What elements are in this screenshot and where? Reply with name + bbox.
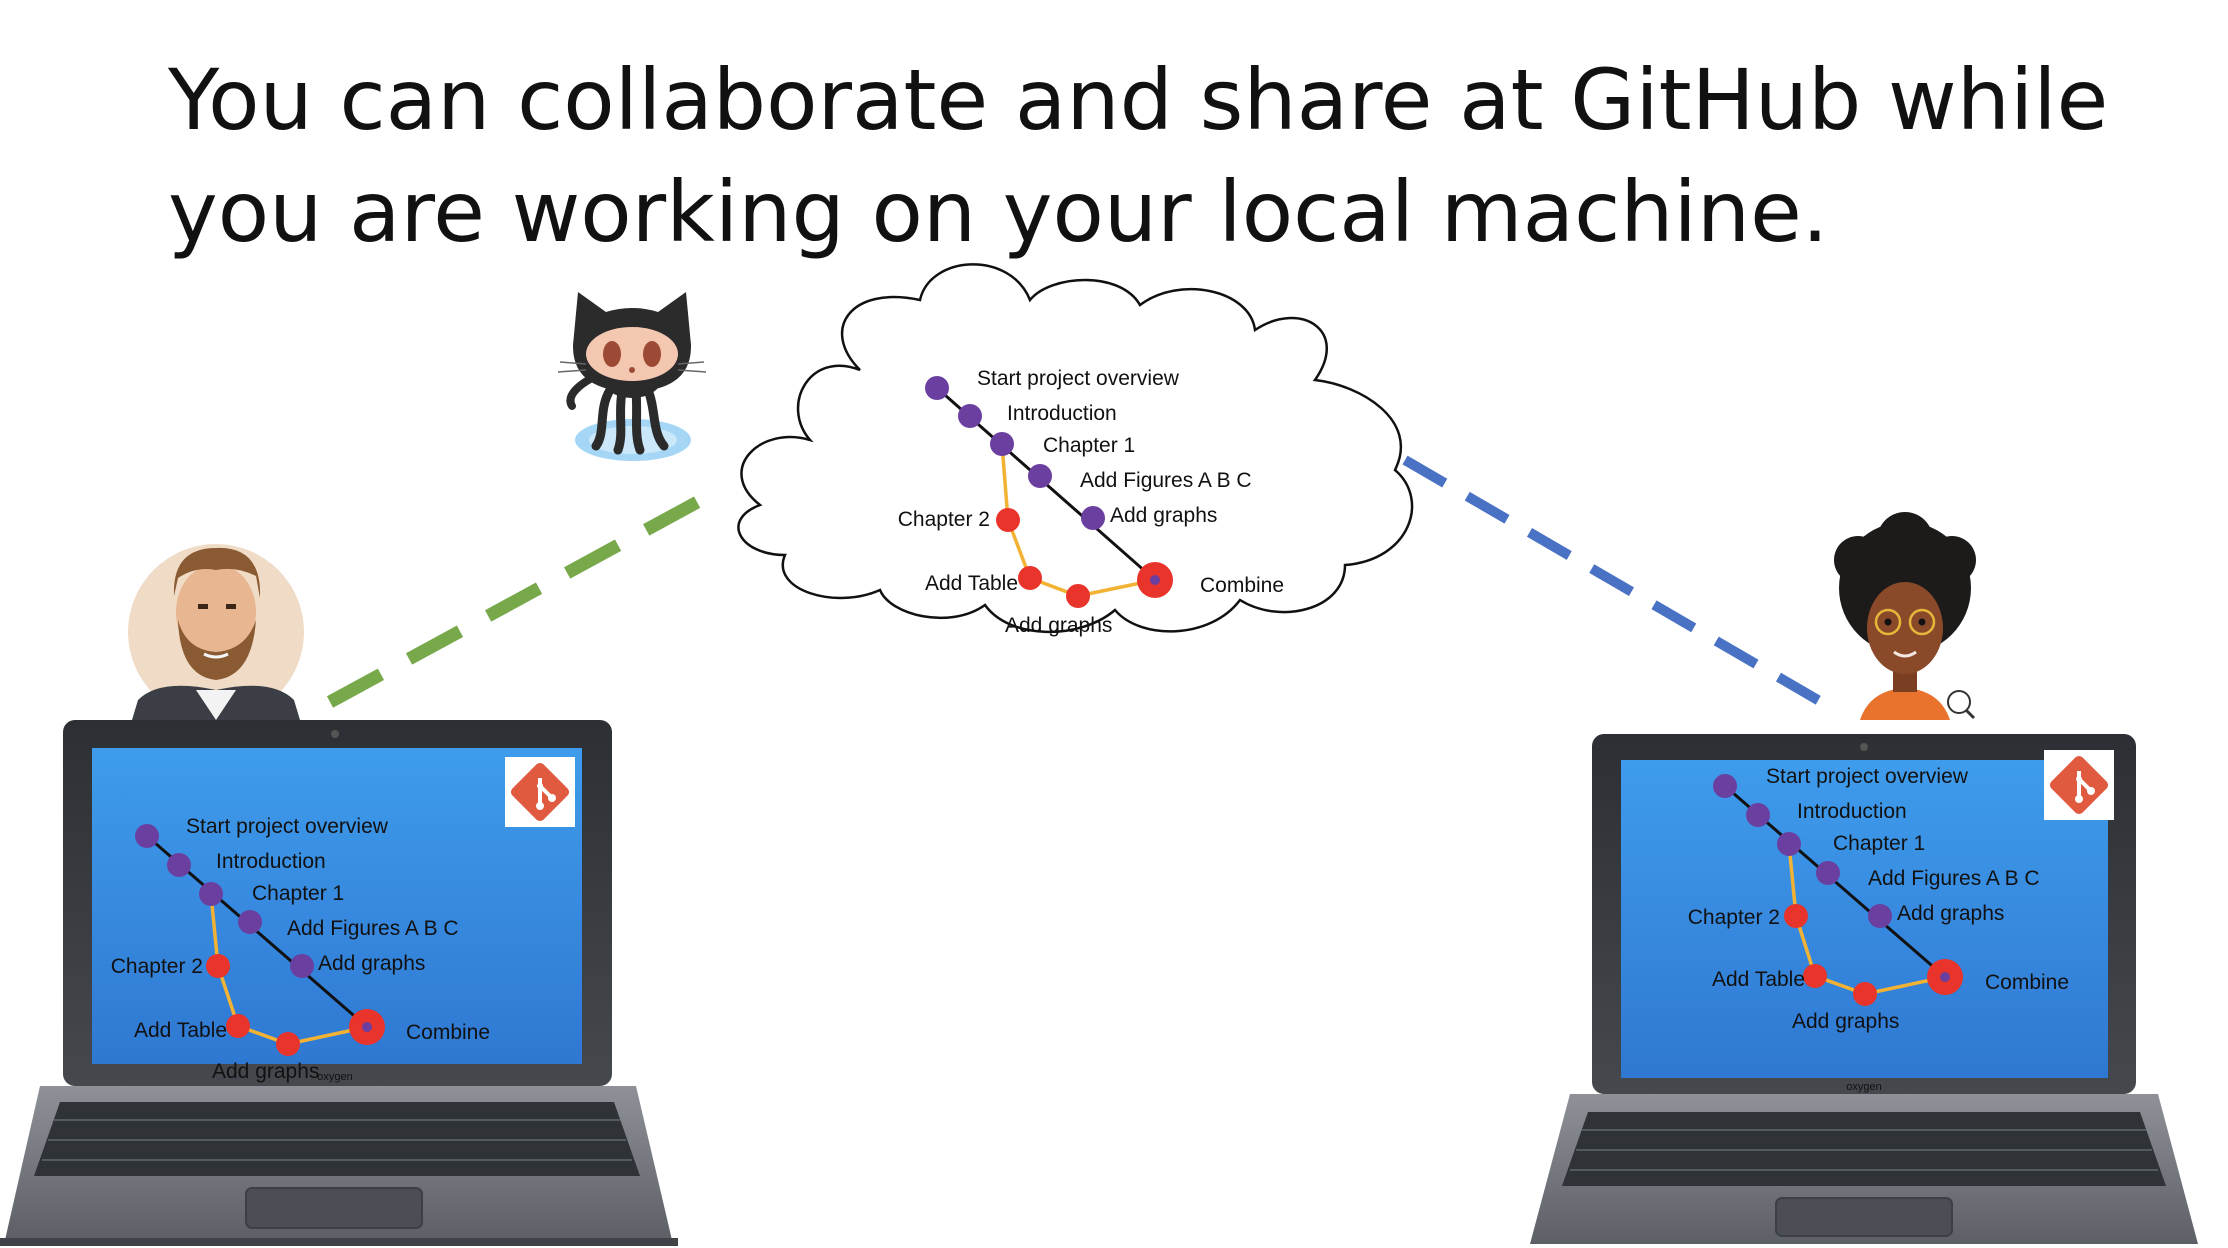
commit-node bbox=[1853, 982, 1877, 1006]
commit-label: Chapter 2 bbox=[1688, 906, 1780, 929]
octocat-icon bbox=[557, 292, 707, 461]
commit-node bbox=[199, 882, 223, 906]
commit-node bbox=[1746, 803, 1770, 827]
commit-label: Chapter 1 bbox=[1043, 434, 1135, 457]
commit-label: Chapter 1 bbox=[252, 882, 344, 905]
commit-node bbox=[290, 954, 314, 978]
commit-label: Add Figures A B C bbox=[1080, 469, 1252, 492]
commit-node bbox=[1018, 566, 1042, 590]
commit-node bbox=[996, 508, 1020, 532]
commit-node bbox=[135, 824, 159, 848]
commit-node bbox=[206, 954, 230, 978]
commit-node bbox=[1028, 464, 1052, 488]
commit-node bbox=[1803, 964, 1827, 988]
left-commit-graph: Start project overview Introduction Chap… bbox=[111, 815, 490, 1083]
commit-label: Combine bbox=[1985, 971, 2069, 994]
git-logo-icon bbox=[505, 757, 575, 827]
commit-label: Add graphs bbox=[212, 1060, 319, 1083]
commit-label: Add Table bbox=[1712, 968, 1805, 991]
left-laptop: oxygen Start project overview Introducti… bbox=[0, 720, 678, 1246]
title-line-2: you are working on your local machine. bbox=[168, 163, 1829, 261]
commit-label: Add graphs bbox=[1005, 614, 1112, 637]
right-sync-link bbox=[1402, 455, 1838, 715]
commit-label: Combine bbox=[406, 1021, 490, 1044]
commit-label: Start project overview bbox=[186, 815, 389, 838]
commit-label: Add graphs bbox=[318, 952, 425, 975]
commit-label: Add Figures A B C bbox=[287, 917, 459, 940]
commit-node bbox=[226, 1014, 250, 1038]
github-cloud bbox=[737, 263, 1414, 634]
commit-label: Chapter 1 bbox=[1833, 832, 1925, 855]
right-commit-graph: Start project overview Introduction Chap… bbox=[1688, 765, 2069, 1033]
commit-label: Add Table bbox=[134, 1019, 227, 1042]
commit-label: Add Table bbox=[925, 572, 1018, 595]
commit-node bbox=[1868, 904, 1892, 928]
woman-avatar bbox=[1834, 512, 1976, 720]
commit-label: Start project overview bbox=[1766, 765, 1969, 788]
commit-label: Introduction bbox=[1797, 800, 1907, 823]
commit-label: Chapter 2 bbox=[898, 508, 990, 531]
commit-node bbox=[167, 853, 191, 877]
commit-label: Start project overview bbox=[977, 367, 1180, 390]
commit-label: Chapter 2 bbox=[111, 955, 203, 978]
bearded-man-avatar bbox=[128, 544, 304, 720]
commit-node bbox=[276, 1032, 300, 1056]
commit-label: Add Figures A B C bbox=[1868, 867, 2040, 890]
laptop-brand: oxygen bbox=[317, 1071, 352, 1083]
commit-label: Combine bbox=[1200, 574, 1284, 597]
title-line-1: You can collaborate and share at GitHub … bbox=[168, 51, 2109, 149]
left-sync-link bbox=[326, 481, 729, 708]
commit-label: Introduction bbox=[216, 850, 326, 873]
commit-node bbox=[1066, 584, 1090, 608]
git-logo-icon bbox=[2044, 750, 2114, 820]
right-laptop: oxygen Start project overview Introducti… bbox=[1530, 734, 2198, 1244]
commit-node bbox=[958, 404, 982, 428]
commit-node bbox=[925, 376, 949, 400]
commit-node bbox=[1816, 861, 1840, 885]
cloud-commit-graph: Start project overview Introduction Chap… bbox=[898, 367, 1284, 637]
commit-node bbox=[990, 432, 1014, 456]
commit-node bbox=[1713, 774, 1737, 798]
commit-label: Add graphs bbox=[1110, 504, 1217, 527]
commit-label: Add graphs bbox=[1897, 902, 2004, 925]
commit-label: Add graphs bbox=[1792, 1010, 1899, 1033]
laptop-brand: oxygen bbox=[1846, 1081, 1881, 1093]
commit-node bbox=[1784, 904, 1808, 928]
commit-node bbox=[238, 910, 262, 934]
commit-label: Introduction bbox=[1007, 402, 1117, 425]
slide-title: You can collaborate and share at GitHub … bbox=[168, 44, 2168, 268]
commit-node bbox=[1777, 832, 1801, 856]
commit-node bbox=[1081, 506, 1105, 530]
